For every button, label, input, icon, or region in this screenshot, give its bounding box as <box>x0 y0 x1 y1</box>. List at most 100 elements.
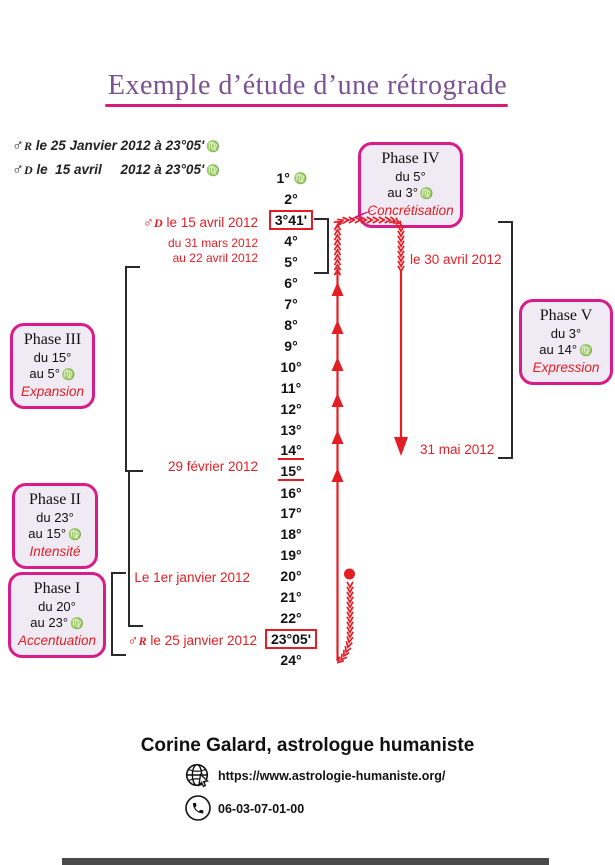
degree-label: 21° <box>280 589 302 606</box>
scale-row: 24° <box>257 650 325 671</box>
virgo-icon: ♍ <box>206 165 220 177</box>
range-text: au 5° <box>29 365 60 381</box>
degree-label: 7° <box>284 296 298 313</box>
station-retro-label: ♂R le 25 janvier 2012 <box>127 632 257 649</box>
station-direct-label: ♂D le 15 avril 2012 <box>143 214 258 231</box>
scale-row: 12° <box>257 398 325 419</box>
header-text: le 15 avril 2012 à 23°05' <box>32 162 205 177</box>
phone-icon <box>185 795 211 821</box>
mars-icon: ♂ <box>12 161 24 178</box>
scale-row: 15° <box>257 461 325 482</box>
bottom-edge-bar <box>62 858 549 865</box>
scale-row: 19° <box>257 545 325 566</box>
phase-3-box: Phase III du 15° au 5°♍ Expansion <box>10 323 95 409</box>
scale-row: 20° <box>257 566 325 587</box>
page-title: Exemple d’étude d’une rétrograde <box>107 70 508 101</box>
degree-label: 3°41' <box>268 210 314 231</box>
scale-row: 14° <box>257 440 325 461</box>
degree-label: 10° <box>280 358 302 375</box>
station-range-from-label: du 31 mars 2012 <box>167 236 258 250</box>
degree-label: 2° <box>284 191 298 208</box>
april-30-label: le 30 avril 2012 <box>410 252 502 267</box>
date-text: le 15 avril 2012 <box>162 215 258 230</box>
header-line-direct: ♂D le 15 avril 2012 à 23°05'♍ <box>12 161 220 179</box>
scale-row: 13° <box>257 419 325 440</box>
phase-keyword: Expansion <box>20 384 85 400</box>
scale-row: 9° <box>257 336 325 357</box>
degree-label: 9° <box>284 337 298 354</box>
virgo-icon: ♍ <box>293 172 308 185</box>
may-31-arrowhead <box>394 437 408 456</box>
february-29-label: 29 février 2012 <box>167 459 258 474</box>
date-text: le 25 janvier 2012 <box>146 633 257 648</box>
start-point-dot <box>344 568 355 580</box>
mars-letter: D <box>154 216 163 230</box>
mars-letter: R <box>24 139 33 153</box>
phase-2-box: Phase II du 23° au 15°♍ Intensité <box>12 483 98 569</box>
degree-label: 19° <box>280 547 302 564</box>
degree-label: 8° <box>284 317 298 334</box>
phase-5-box: Phase V du 3° au 14°♍ Expression <box>519 299 613 385</box>
author-name: Corine Galard, astrologue humaniste <box>140 735 475 756</box>
virgo-icon: ♍ <box>579 344 593 357</box>
degree-label: 22° <box>280 610 302 627</box>
degree-label: 6° <box>284 275 298 292</box>
phase-2-bracket <box>128 470 143 627</box>
phase-range-from: du 5° <box>395 169 426 184</box>
scale-row: 10° <box>257 356 325 377</box>
phase-4-box: Phase IV du 5° au 3°♍ Concrétisation <box>358 142 463 228</box>
website-url: https://www.astrologie-humaniste.org/ <box>218 769 446 783</box>
virgo-icon: ♍ <box>419 187 434 200</box>
scale-row: 18° <box>257 524 325 545</box>
degree-label: 18° <box>280 526 302 543</box>
scale-row: 3°41' <box>257 210 325 231</box>
january-1-label: Le 1er janvier 2012 <box>134 570 250 585</box>
scale-row: 21° <box>257 587 325 608</box>
phase-5-bracket <box>498 221 513 459</box>
virgo-icon: ♍ <box>68 528 82 541</box>
phase-range-to: au 3°♍ <box>365 185 456 201</box>
degree-label: 24° <box>280 652 302 669</box>
range-text: au 14° <box>539 341 578 357</box>
phase-range-from: du 15° <box>33 350 72 365</box>
degree-label: 4° <box>284 233 298 250</box>
mars-icon: ♂ <box>142 214 155 231</box>
phase-1-box: Phase I du 20° au 23°♍ Accentuation <box>8 572 106 658</box>
mars-icon: ♂ <box>127 632 139 649</box>
phase-title: Phase III <box>23 331 82 348</box>
virgo-icon: ♍ <box>61 368 76 381</box>
scale-row: 4° <box>257 231 325 252</box>
scale-row: 7° <box>257 294 325 315</box>
phase-range-from: du 23° <box>36 510 74 525</box>
degree-label: 14° <box>278 441 304 460</box>
globe-icon <box>185 763 209 788</box>
scale-row: 6° <box>257 273 325 294</box>
range-text: au 3° <box>387 184 418 200</box>
degree-label: 16° <box>280 484 302 501</box>
mars-letter: R <box>138 634 147 648</box>
phase-title: Phase II <box>29 491 81 508</box>
phase-keyword: Intensité <box>29 544 81 560</box>
scale-row: 5° <box>257 252 325 273</box>
degree-label: 11° <box>280 379 302 396</box>
range-text: au 23° <box>30 614 69 630</box>
january-descent-chevrons <box>336 581 354 664</box>
phase-3-bracket <box>125 266 140 472</box>
phase-keyword: Concrétisation <box>367 203 454 219</box>
header-text: le 25 Janvier 2012 à 23°05' <box>32 138 205 153</box>
degree-label: 5° <box>284 254 298 271</box>
degree-label: 20° <box>280 568 302 585</box>
phase-title: Phase IV <box>381 150 440 167</box>
degree-scale: 1°♍2°3°41'4°5°6°7°8°9°10°11°12°13°14°15°… <box>257 168 325 671</box>
station-range-to-label: au 22 avril 2012 <box>172 251 258 265</box>
phone-number: 06-03-07-01-00 <box>218 802 305 816</box>
phase-1-bracket <box>111 572 126 656</box>
phase-keyword: Accentuation <box>17 633 97 649</box>
header-line-retrograde: ♂R le 25 Janvier 2012 à 23°05'♍ <box>12 137 220 155</box>
phase-range-from: du 3° <box>550 326 582 341</box>
scale-row: 8° <box>257 315 325 336</box>
degree-label: 17° <box>280 505 302 522</box>
phase-title: Phase I <box>33 580 81 597</box>
phase-range-to: au 14°♍ <box>526 342 606 358</box>
